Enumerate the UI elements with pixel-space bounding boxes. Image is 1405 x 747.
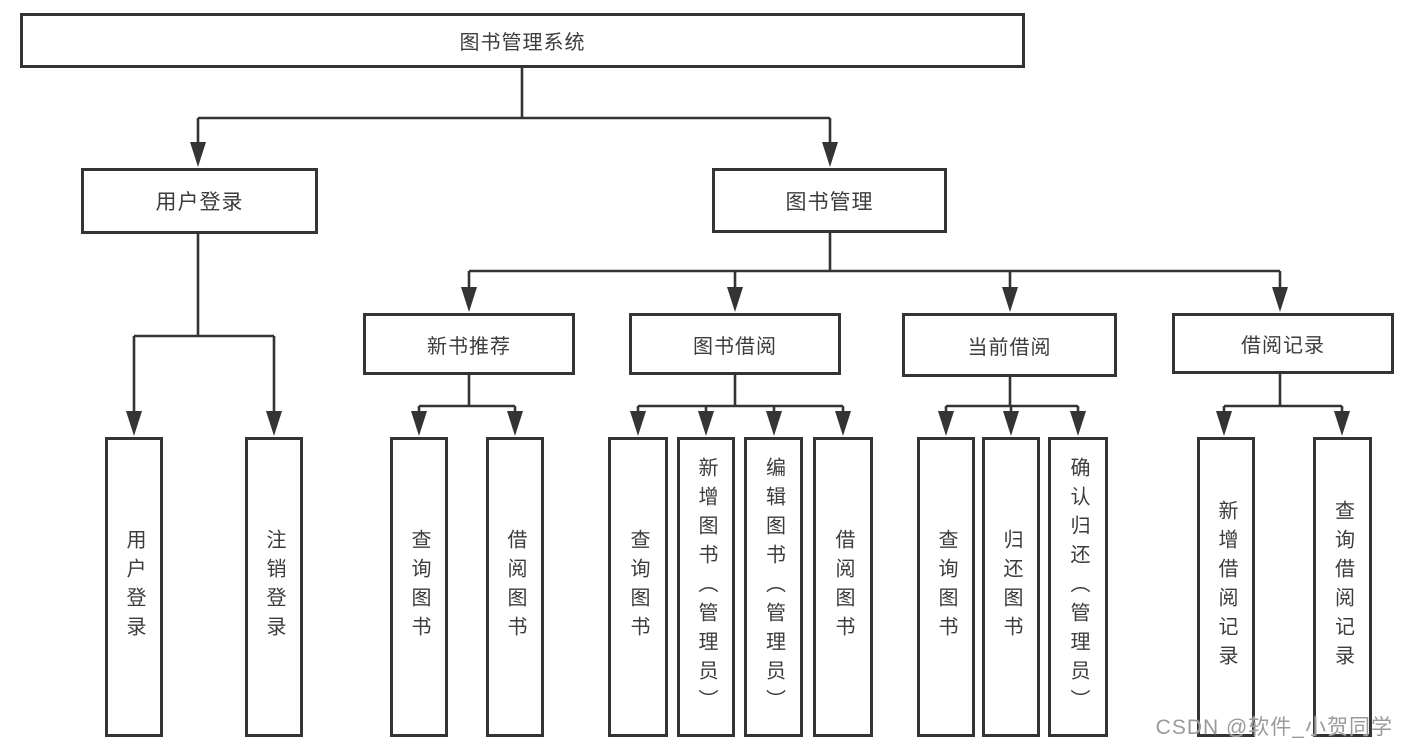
node-book-mgmt: 图书管理 <box>712 168 947 233</box>
leaf-borrow-borrow: 借阅图书 <box>813 437 873 737</box>
leaf-logout: 注销登录 <box>245 437 303 737</box>
node-book-borrow: 图书借阅 <box>629 313 841 375</box>
node-user-login: 用户登录 <box>81 168 318 234</box>
leaf-records-add: 新增借阅记录 <box>1197 437 1255 737</box>
leaf-label: 查询图书 <box>408 529 430 645</box>
leaf-current-query: 查询图书 <box>917 437 975 737</box>
leaf-label: 确认归还（管理员） <box>1067 456 1089 718</box>
leaf-label: 用户登录 <box>123 529 145 645</box>
node-new-books: 新书推荐 <box>363 313 575 375</box>
leaf-label: 借阅图书 <box>832 529 854 645</box>
leaf-label: 编辑图书（管理员） <box>762 456 785 718</box>
leaf-current-confirm-admin: 确认归还（管理员） <box>1048 437 1108 737</box>
leaf-borrow-add-admin: 新增图书（管理员） <box>677 437 735 737</box>
node-root: 图书管理系统 <box>20 13 1025 68</box>
leaf-label: 查询图书 <box>935 529 957 645</box>
leaf-label: 查询借阅记录 <box>1331 500 1354 674</box>
leaf-borrow-query: 查询图书 <box>608 437 668 737</box>
leaf-label: 查询图书 <box>627 529 649 645</box>
node-borrow-records: 借阅记录 <box>1172 313 1394 374</box>
node-current-borrow: 当前借阅 <box>902 313 1117 377</box>
leaf-user-login: 用户登录 <box>105 437 163 737</box>
csdn-watermark: CSDN @软件_小贺同学 <box>1155 716 1393 739</box>
leaf-label: 新增图书（管理员） <box>695 456 717 718</box>
leaf-current-return: 归还图书 <box>982 437 1040 737</box>
leaf-borrow-edit-admin: 编辑图书（管理员） <box>744 437 803 737</box>
leaf-label: 归还图书 <box>1000 529 1022 645</box>
leaf-label: 借阅图书 <box>504 529 526 645</box>
leaf-newbooks-query: 查询图书 <box>390 437 448 737</box>
leaf-newbooks-borrow: 借阅图书 <box>486 437 544 737</box>
leaf-label: 新增借阅记录 <box>1215 500 1237 674</box>
leaf-records-query: 查询借阅记录 <box>1313 437 1372 737</box>
leaf-label: 注销登录 <box>263 529 285 645</box>
